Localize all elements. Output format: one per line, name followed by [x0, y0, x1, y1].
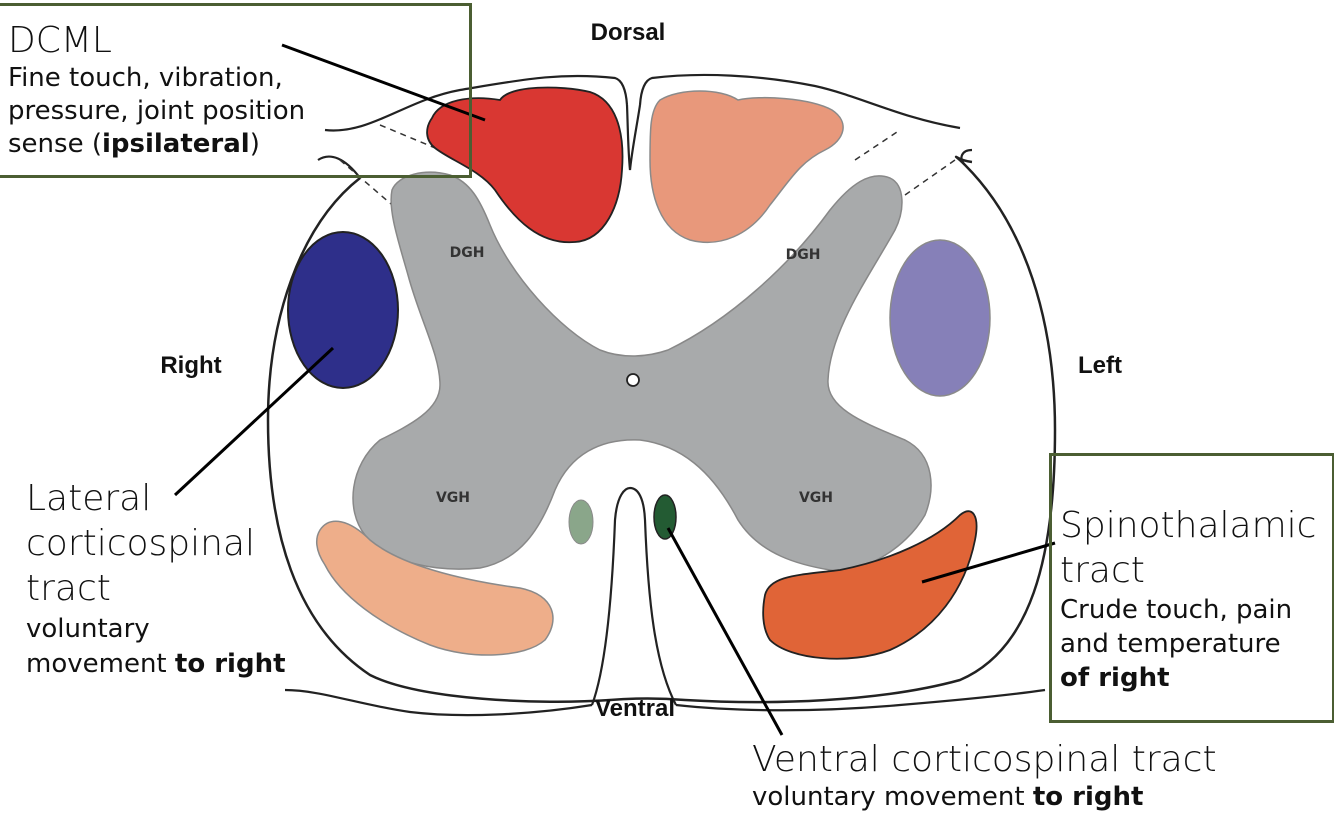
spinal-cord-roots [317, 148, 973, 179]
dorsal-median-septum [625, 104, 642, 171]
lateral-cst-right [287, 231, 399, 389]
dcml-desc-1: Fine touch, vibration, [8, 63, 283, 93]
lateral-cst-desc-1: voluntary [26, 614, 150, 644]
spinothalamic-label: Spinothalamic tract Crude touch, pain an… [1060, 503, 1316, 695]
ventral-surface [284, 688, 1046, 717]
pointer-lateral-cst [173, 346, 335, 497]
spinothalamic-desc-2: and temperature [1060, 629, 1281, 659]
label-vgh-left: VGH [799, 490, 833, 506]
spinothalamic-desc-1: Crude touch, pain [1060, 595, 1293, 625]
ventral-cst-label: Ventral corticospinal tract voluntary mo… [752, 738, 1217, 812]
spinothalamic-desc-3: of right [1060, 661, 1316, 695]
lateral-cst-desc-2-pre: movement [26, 649, 175, 679]
ventral-cst-left [568, 499, 594, 545]
spinothalamic-right [315, 520, 554, 656]
label-dorsal: Dorsal [591, 19, 666, 46]
dcml-desc-2: pressure, joint position [8, 96, 306, 126]
spinal-cord-dorsal-edge [324, 73, 961, 132]
lateral-cst-title-2: corticospinal [26, 523, 256, 564]
spinal-cord-outline [266, 155, 1057, 704]
dcml-desc-3-post: ) [249, 129, 260, 159]
ventral-cst-desc-bold: to right [1032, 782, 1144, 812]
dashed-line-left-upper [854, 129, 901, 161]
label-dgh-left: DGH [786, 247, 821, 263]
spinothalamic-title-2: tract [1060, 550, 1145, 591]
dcml-title: DCML [8, 20, 112, 61]
ventral-median-fissure [590, 486, 677, 706]
dcml-label-box [0, 3, 472, 178]
dashed-line-left [904, 159, 956, 196]
grey-matter [352, 171, 932, 572]
pointer-spinothalamic [921, 541, 1056, 584]
pointer-ventral-cst [666, 527, 784, 736]
ventral-cst-desc: voluntary movement to right [752, 782, 1217, 812]
label-vgh-right: VGH [436, 490, 470, 506]
lateral-cst-desc-2-bold: to right [174, 649, 286, 679]
label-right: Right [160, 352, 221, 379]
dcml-label: DCML Fine touch, vibration, pressure, jo… [8, 20, 305, 161]
lateral-cst-title-3: tract [26, 568, 111, 609]
spinothalamic-title-1: Spinothalamic [1060, 505, 1317, 546]
spinothalamic-left [762, 510, 978, 660]
dcml-desc-3: sense (ipsilateral) [8, 128, 305, 161]
dcml-right [426, 86, 624, 244]
dcml-left [649, 90, 844, 244]
ventral-cst-desc-pre: voluntary movement [752, 782, 1033, 812]
ventral-cst-right [653, 494, 677, 540]
lateral-cst-desc-2: movement to right [26, 647, 286, 681]
lateral-cst-title-1: Lateral [26, 478, 152, 519]
pointer-dcml [281, 43, 486, 122]
ventral-cst-title: Ventral corticospinal tract [752, 739, 1217, 780]
dashed-line-right [339, 159, 399, 211]
lateral-cst-label: Lateral corticospinal tract voluntary mo… [26, 476, 286, 681]
spinothalamic-desc-3-bold: of right [1060, 663, 1170, 693]
label-dgh-right: DGH [450, 245, 485, 261]
central-canal [626, 373, 640, 387]
label-ventral: Ventral [595, 695, 675, 722]
label-left: Left [1078, 352, 1122, 379]
spinothalamic-label-box [1049, 453, 1334, 723]
dcml-desc-3-bold: ipsilateral [101, 129, 250, 159]
lateral-cst-left [889, 239, 991, 397]
dcml-desc-3-pre: sense ( [8, 129, 102, 159]
